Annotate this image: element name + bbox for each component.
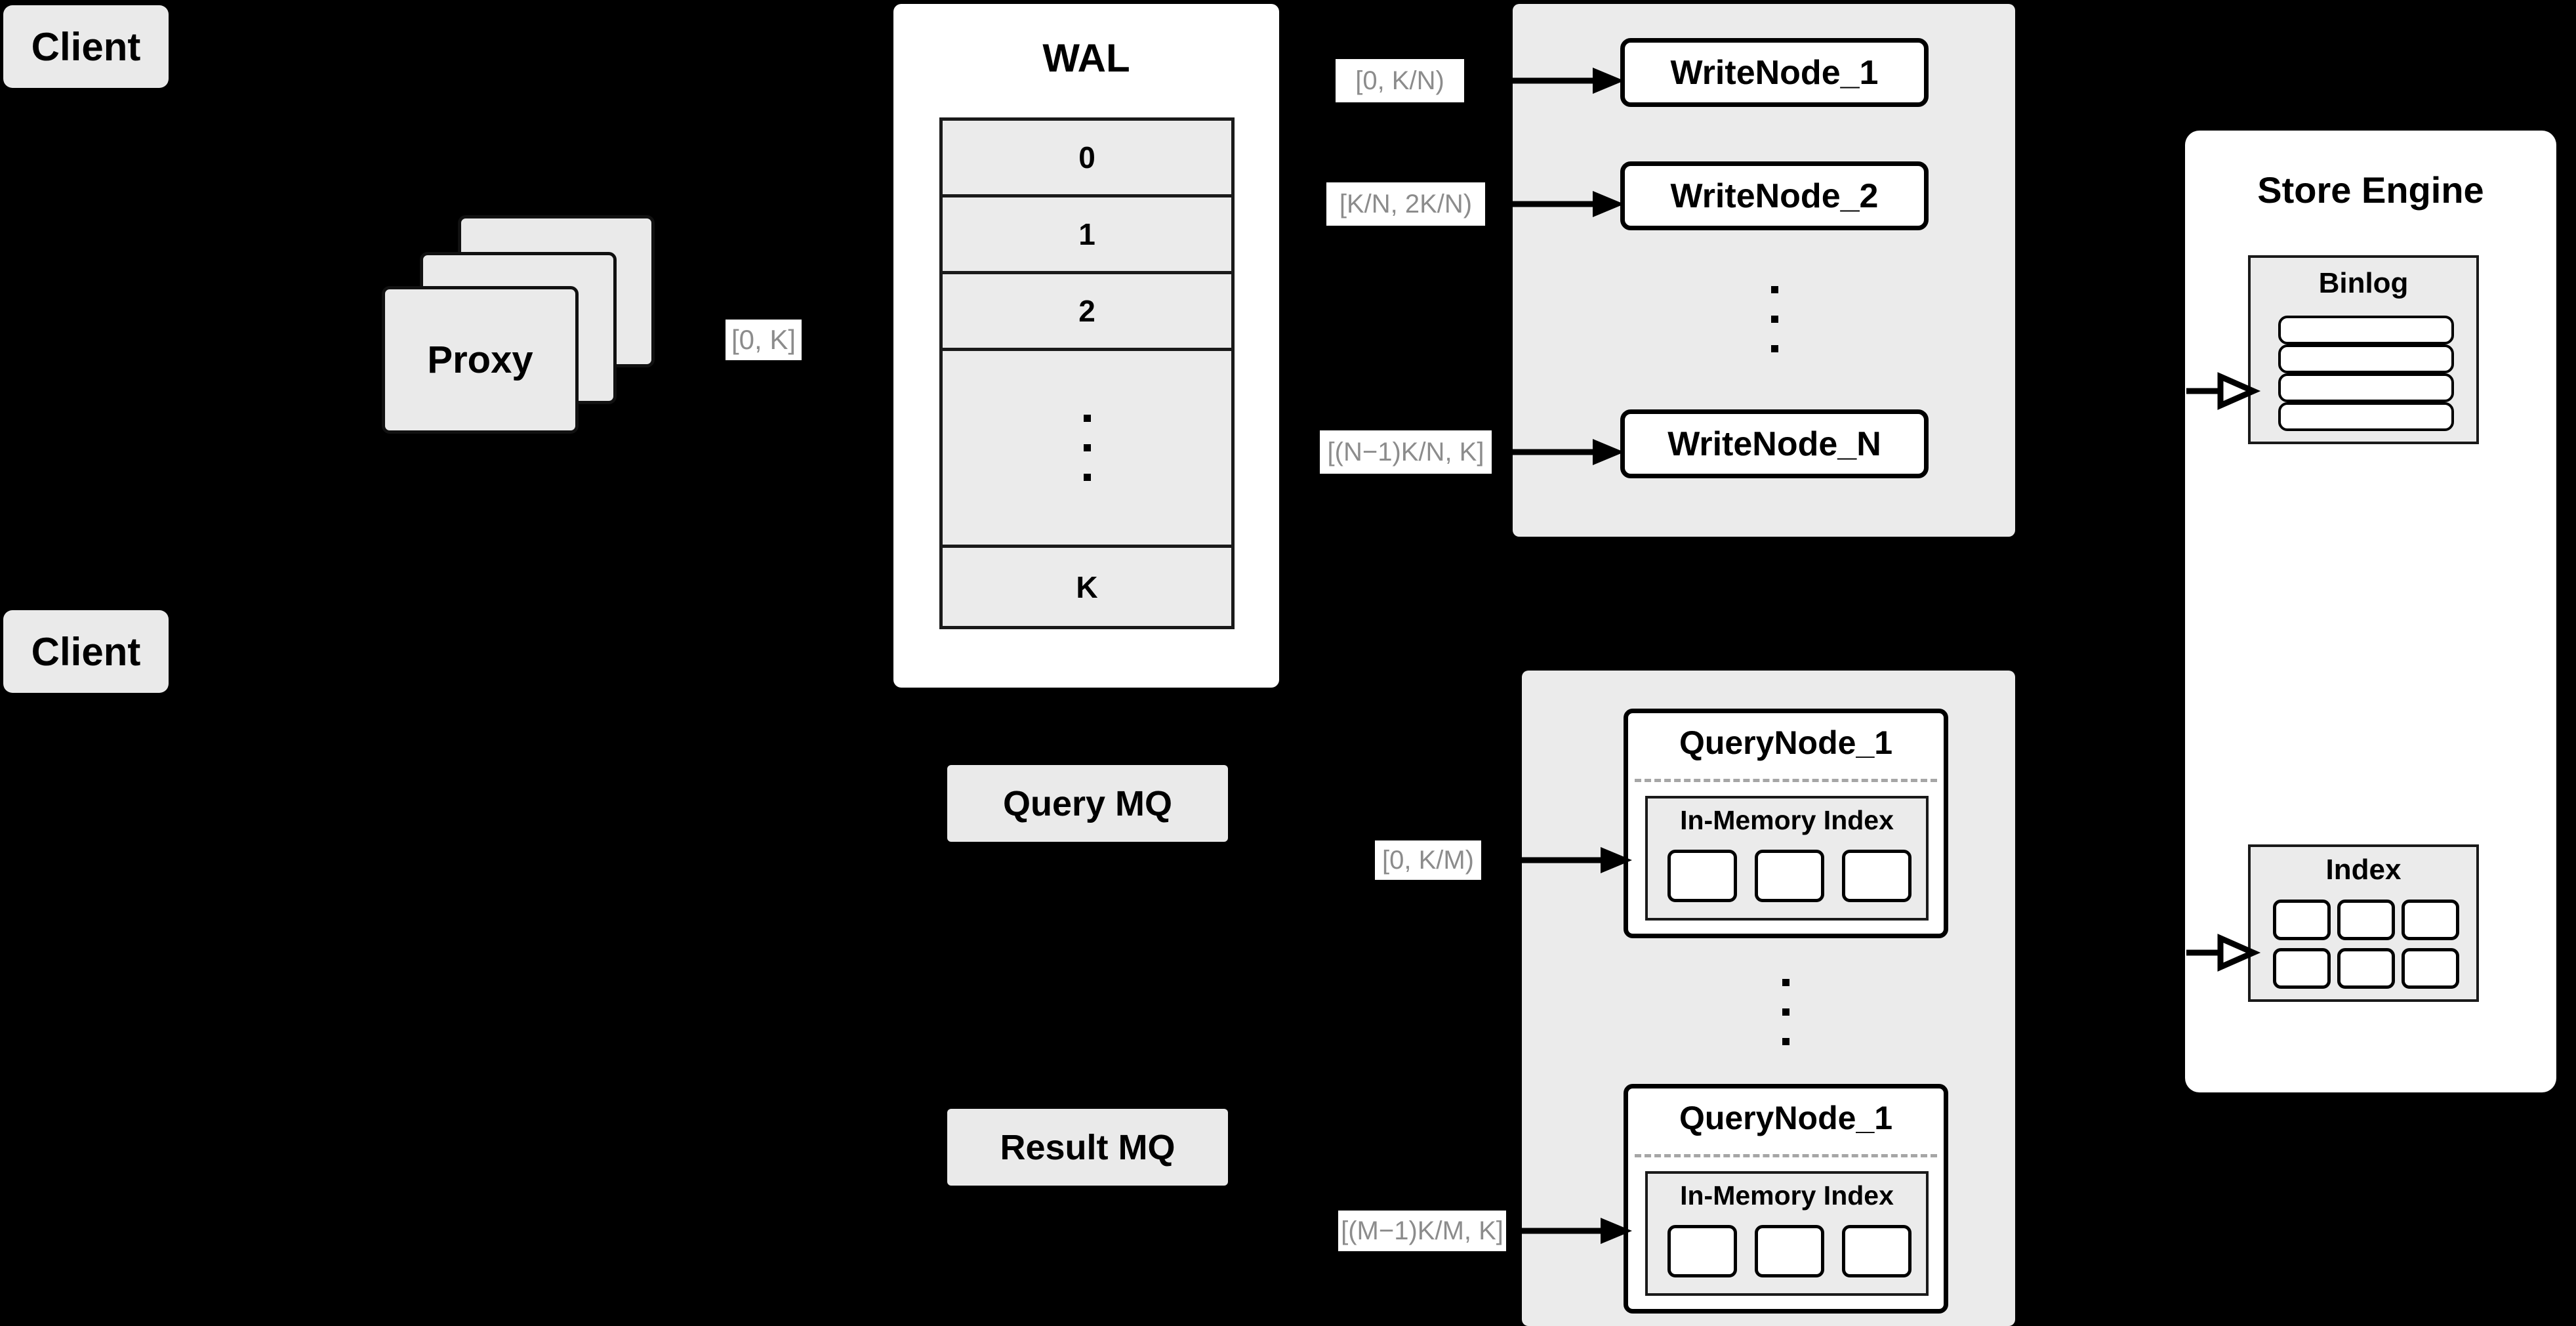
query-node-1-index-title: In-Memory Index xyxy=(1680,805,1894,835)
client-label-1: Client xyxy=(31,24,141,69)
query-node-m-range-label: [(M−1)K/M, K] xyxy=(1338,1211,1506,1251)
store-engine-container: Store Engine Binlog Index xyxy=(2185,131,2556,1092)
write-node-2-label: WriteNode_2 xyxy=(1670,176,1879,215)
binlog-segment-list xyxy=(2278,316,2454,431)
write-node-1-range-label: [0, K/N) xyxy=(1336,59,1464,102)
index-cell[interactable] xyxy=(1755,1225,1824,1277)
query-node-1[interactable]: QueryNode_1 In-Memory Index xyxy=(1624,709,1948,938)
store-index-cell[interactable] xyxy=(2337,948,2395,989)
wal-row-value: K xyxy=(1076,570,1098,604)
store-index-cell[interactable] xyxy=(2273,948,2331,989)
query-node-cluster: QueryNode_1 In-Memory Index QueryNode_1 … xyxy=(1522,671,2015,1326)
binlog-panel: Binlog xyxy=(2248,255,2479,444)
write-node-n[interactable]: WriteNode_N xyxy=(1620,409,1929,478)
index-title: Index xyxy=(2325,854,2402,886)
store-index-cell[interactable] xyxy=(2337,900,2395,940)
store-index-cell[interactable] xyxy=(2402,900,2459,940)
arrow-to-write-node-1 xyxy=(1509,68,1624,94)
index-cell[interactable] xyxy=(1667,1225,1737,1277)
query-node-1-index-cells xyxy=(1667,850,1912,902)
write-node-n-range-label: [(N−1)K/N, K] xyxy=(1320,430,1492,474)
query-node-m-index-cells xyxy=(1667,1225,1912,1277)
binlog-segment[interactable] xyxy=(2278,402,2454,431)
wal-container: WAL 0 1 2 K xyxy=(893,4,1279,688)
write-node-ellipsis xyxy=(1620,260,1929,378)
index-cell[interactable] xyxy=(1842,850,1912,902)
arrow-to-query-node-m xyxy=(1517,1218,1632,1244)
arrow-to-write-node-2 xyxy=(1509,191,1624,217)
index-cell[interactable] xyxy=(1842,1225,1912,1277)
proxy-label: Proxy xyxy=(427,339,533,381)
index-panel: Index xyxy=(2248,844,2479,1002)
query-mq-label: Query MQ xyxy=(1002,783,1173,823)
index-cell[interactable] xyxy=(1667,850,1737,902)
binlog-title: Binlog xyxy=(2318,267,2409,299)
client-box-1[interactable]: Client xyxy=(3,5,169,88)
client-label-2: Client xyxy=(31,629,141,674)
wal-row: 0 xyxy=(943,121,1231,197)
binlog-segment[interactable] xyxy=(2278,344,2454,373)
wal-row-list: 0 1 2 K xyxy=(939,117,1235,629)
write-node-1-label: WriteNode_1 xyxy=(1670,53,1879,92)
query-node-m-index-title: In-Memory Index xyxy=(1680,1180,1894,1211)
arrow-to-index xyxy=(2186,934,2261,972)
query-node-1-separator xyxy=(1635,779,1937,782)
query-node-ellipsis xyxy=(1624,953,1948,1071)
arrow-to-write-node-n xyxy=(1509,439,1624,465)
wal-row-value: 2 xyxy=(1078,294,1095,328)
proxy-range-label: [0, K] xyxy=(726,320,802,360)
store-engine-title: Store Engine xyxy=(2257,169,2484,211)
query-node-m[interactable]: QueryNode_1 In-Memory Index xyxy=(1624,1084,1948,1314)
client-box-2[interactable]: Client xyxy=(3,610,169,693)
index-cell-grid xyxy=(2273,900,2459,989)
binlog-segment[interactable] xyxy=(2278,316,2454,344)
result-mq-box[interactable]: Result MQ xyxy=(947,1109,1228,1186)
store-index-cell[interactable] xyxy=(2273,900,2331,940)
query-node-m-inmemory-index: In-Memory Index xyxy=(1645,1171,1929,1296)
wal-row-value: 1 xyxy=(1078,217,1095,251)
arrow-to-query-node-1 xyxy=(1517,847,1632,873)
query-node-1-inmemory-index: In-Memory Index xyxy=(1645,796,1929,921)
write-node-n-label: WriteNode_N xyxy=(1667,425,1881,463)
query-node-1-range-label: [0, K/M) xyxy=(1375,840,1481,880)
result-mq-label: Result MQ xyxy=(1000,1127,1176,1167)
query-node-m-separator xyxy=(1635,1154,1937,1157)
write-node-1[interactable]: WriteNode_1 xyxy=(1620,38,1929,107)
query-mq-box[interactable]: Query MQ xyxy=(947,765,1228,842)
write-node-cluster: WriteNode_1 WriteNode_2 WriteNode_N xyxy=(1513,4,2015,537)
query-node-m-label: QueryNode_1 xyxy=(1679,1100,1893,1136)
write-node-2-range-label: [K/N, 2K/N) xyxy=(1326,182,1485,226)
index-cell[interactable] xyxy=(1755,850,1824,902)
query-node-1-label: QueryNode_1 xyxy=(1679,724,1893,761)
binlog-segment[interactable] xyxy=(2278,373,2454,402)
arrow-to-binlog xyxy=(2186,372,2261,410)
wal-row-ellipsis xyxy=(943,351,1231,548)
wal-row-value: 0 xyxy=(1078,140,1095,175)
store-index-cell[interactable] xyxy=(2402,948,2459,989)
wal-row: K xyxy=(943,548,1231,626)
write-node-2[interactable]: WriteNode_2 xyxy=(1620,161,1929,230)
proxy-stack[interactable]: Proxy xyxy=(379,215,668,434)
proxy-card-front[interactable]: Proxy xyxy=(382,286,579,434)
wal-row: 2 xyxy=(943,274,1231,351)
wal-row: 1 xyxy=(943,197,1231,274)
wal-title: WAL xyxy=(1042,36,1130,80)
